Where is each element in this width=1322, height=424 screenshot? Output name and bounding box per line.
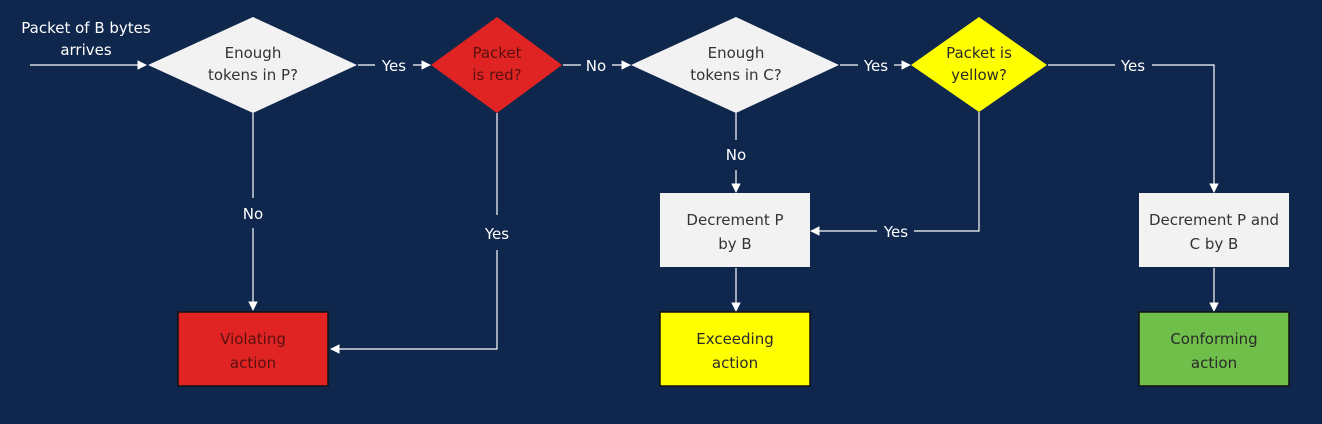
decision-yellow: Packet is yellow? xyxy=(911,17,1047,112)
process-decrement-p: Decrement P by B xyxy=(660,193,810,267)
flow-lines xyxy=(30,60,1214,349)
decision-yellow-line-2: yellow? xyxy=(951,66,1007,84)
edge-label-yellow-yes: Yes xyxy=(1120,57,1145,75)
edge-label-tokens-c-yes: Yes xyxy=(863,57,888,75)
arrow-yellow-yes-to-decrement-p xyxy=(811,112,980,231)
action-violating: Violating action xyxy=(177,311,329,387)
action-box-exceeding xyxy=(659,311,811,387)
decision-red-line-2: is red? xyxy=(472,66,521,84)
arrow-red-yes-to-violating xyxy=(331,113,498,349)
process-decrement-pc-line-2: C by B xyxy=(1190,235,1239,253)
action-box-violating xyxy=(177,311,329,387)
process-decrement-pc: Decrement P and C by B xyxy=(1139,193,1289,267)
process-box-decrement-p xyxy=(660,193,810,267)
decision-yellow-line-1: Packet is xyxy=(946,44,1012,62)
decision-tokens-p-line-2: tokens in P? xyxy=(208,66,298,84)
edge-label-red-no: No xyxy=(586,57,606,75)
process-decrement-p-line-2: by B xyxy=(718,235,751,253)
decision-diamond-tokens-p xyxy=(148,17,357,113)
decision-tokens-c-line-2: tokens in C? xyxy=(690,66,781,84)
start-label-line-1: Packet of B bytes xyxy=(21,19,151,37)
decision-diamond-yellow xyxy=(911,17,1047,112)
start-label: Packet of B bytes arrives xyxy=(21,19,151,59)
action-conforming-line-1: Conforming xyxy=(1170,330,1257,348)
decision-tokens-c-line-1: Enough xyxy=(708,44,765,62)
process-decrement-p-line-1: Decrement P xyxy=(686,211,783,229)
decision-red-line-1: Packet xyxy=(472,44,521,62)
action-violating-line-1: Violating xyxy=(220,330,286,348)
action-exceeding-line-1: Exceeding xyxy=(696,330,774,348)
arrow-yellow-yes-to-decrement-pc xyxy=(1048,64,1214,192)
decision-tokens-p: Enough tokens in P? xyxy=(148,17,357,113)
action-box-conforming xyxy=(1138,311,1290,387)
edge-label-tokens-p-yes: Yes xyxy=(381,57,406,75)
action-exceeding-line-2: action xyxy=(712,354,758,372)
action-violating-line-2: action xyxy=(230,354,276,372)
action-exceeding: Exceeding action xyxy=(659,311,811,387)
edge-label-red-yes: Yes xyxy=(484,225,509,243)
action-conforming-line-2: action xyxy=(1191,354,1237,372)
start-label-line-2: arrives xyxy=(60,41,112,59)
decision-tokens-c: Enough tokens in C? xyxy=(631,17,839,113)
action-conforming: Conforming action xyxy=(1138,311,1290,387)
edge-label-tokens-c-no: No xyxy=(726,146,746,164)
process-box-decrement-pc xyxy=(1139,193,1289,267)
decision-diamond-tokens-c xyxy=(631,17,839,113)
decision-red: Packet is red? xyxy=(431,17,562,113)
decision-tokens-p-line-1: Enough xyxy=(225,44,282,62)
edge-label-yellow-yes-left: Yes xyxy=(883,223,908,241)
process-decrement-pc-line-1: Decrement P and xyxy=(1149,211,1279,229)
edge-labels: Yes No Yes Yes No Yes No Yes xyxy=(243,57,1145,243)
edge-label-tokens-p-no: No xyxy=(243,205,263,223)
decision-diamond-red xyxy=(431,17,562,113)
